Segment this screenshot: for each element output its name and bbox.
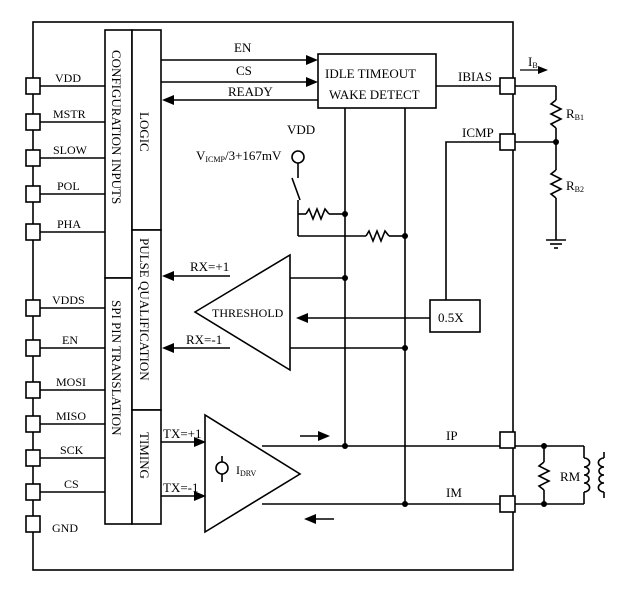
pin-box-miso: [25, 415, 41, 433]
chip-outline: [32, 21, 514, 571]
scale-label: 0.5X: [438, 310, 464, 325]
resistor-lower-icon: [365, 228, 390, 244]
left-pin-wires: [39, 85, 105, 493]
vcmp-label: VICMP/3+167mV: [196, 148, 282, 164]
wake-detect-label: WAKE DETECT: [329, 87, 420, 102]
pin-label-mstr: MSTR: [53, 107, 86, 121]
threshold-label: THRESHOLD: [212, 306, 284, 320]
pin-box-ibias: [499, 77, 516, 95]
vdd-internal-label: VDD: [287, 122, 315, 137]
pin-box-sck: [25, 449, 41, 467]
pin-box-mstr: [25, 113, 41, 131]
pin-label-vdds: VDDS: [52, 293, 85, 307]
left-pin-labels: VDD MSTR SLOW POL PHA VDDS EN MOSI MISO …: [52, 71, 88, 535]
pin-box-ip: [499, 431, 516, 449]
pin-box-vdd: [25, 77, 41, 95]
pin-label-gnd: GND: [52, 521, 78, 535]
im-arrow-icon: [304, 514, 316, 524]
pin-box-pol: [25, 185, 41, 203]
pulse-qualification-label: PULSE QUALIFICATION: [137, 238, 152, 381]
config-inputs-label: CONFIGURATION INPUTS: [109, 50, 124, 204]
rb2-resistor-icon: [549, 169, 563, 199]
im-label: IM: [446, 485, 462, 500]
signal-en-label: EN: [234, 40, 252, 55]
timing-block: [131, 409, 162, 525]
rb2-label: RB2: [566, 178, 584, 194]
pin-label-sck: SCK: [60, 443, 84, 457]
pin-box-slow: [25, 149, 41, 167]
idle-timeout-label: IDLE TIMEOUT: [325, 66, 416, 81]
pin-box-en: [25, 339, 41, 357]
pin-box-vdds: [25, 299, 41, 317]
driver-amplifier: [204, 413, 302, 534]
tx-neg-label: TX=-1: [163, 480, 199, 495]
ibias-label: IBIAS: [458, 69, 492, 84]
pulse-qualification-block: [131, 229, 162, 411]
pin-label-pha: PHA: [57, 217, 81, 231]
rx-neg-label: RX=-1: [186, 332, 222, 347]
switch-icon: [291, 177, 301, 201]
threshold-comparator: [193, 253, 291, 372]
pin-box-icmp: [499, 133, 516, 151]
signal-ready-label: READY: [228, 84, 273, 99]
icmp-wire: [445, 141, 500, 300]
logic-signals: EN CS READY: [161, 40, 318, 105]
rm-resistor-icon: [537, 461, 551, 491]
tx-pos-label: TX=+1: [163, 426, 202, 441]
idrv-label: IDRV: [236, 463, 256, 478]
spi-pin-translation-block: [104, 277, 133, 525]
transformer-secondary-icon: [597, 457, 605, 493]
icmp-label: ICMP: [462, 125, 494, 140]
pin-label-slow: SLOW: [53, 143, 88, 157]
ib-arrow-icon: [538, 66, 548, 74]
rb1-label: RB1: [566, 106, 584, 122]
rb1-resistor-icon: [549, 99, 563, 129]
pin-box-gnd: [25, 515, 41, 533]
idle-timeout-wake-detect-block: [317, 53, 437, 109]
pin-box-im: [499, 495, 516, 513]
pin-label-vdd: VDD: [55, 71, 81, 85]
pin-box-pha: [25, 223, 41, 241]
resistor-upper-icon: [305, 206, 330, 222]
transformer-primary-icon: [583, 457, 591, 493]
signal-cs-label: CS: [236, 63, 252, 78]
scale-block: [429, 299, 481, 333]
pin-box-cs: [25, 483, 41, 501]
timing-label: TIMING: [137, 432, 152, 479]
rm-label: RM: [560, 469, 581, 484]
ip-arrow-icon: [318, 431, 330, 441]
spi-pin-translation-label: SPI PIN TRANSLATION: [109, 300, 124, 436]
external-bias-network: IB RB1 RB2: [515, 54, 584, 249]
ip-label: IP: [446, 428, 458, 443]
pin-label-pol: POL: [57, 179, 80, 193]
pin-label-mosi: MOSI: [56, 375, 86, 389]
ib-label: IB: [528, 54, 538, 70]
pin-box-mosi: [25, 381, 41, 399]
vdd-source-icon: [291, 150, 305, 164]
logic-label: LOGIC: [137, 112, 152, 152]
logic-block: [131, 29, 162, 231]
external-termination: RM: [515, 445, 605, 505]
pin-label-miso: MISO: [56, 409, 86, 423]
pin-label-en: EN: [62, 333, 78, 347]
pin-label-cs: CS: [64, 477, 79, 491]
rx-pos-label: RX=+1: [190, 259, 229, 274]
